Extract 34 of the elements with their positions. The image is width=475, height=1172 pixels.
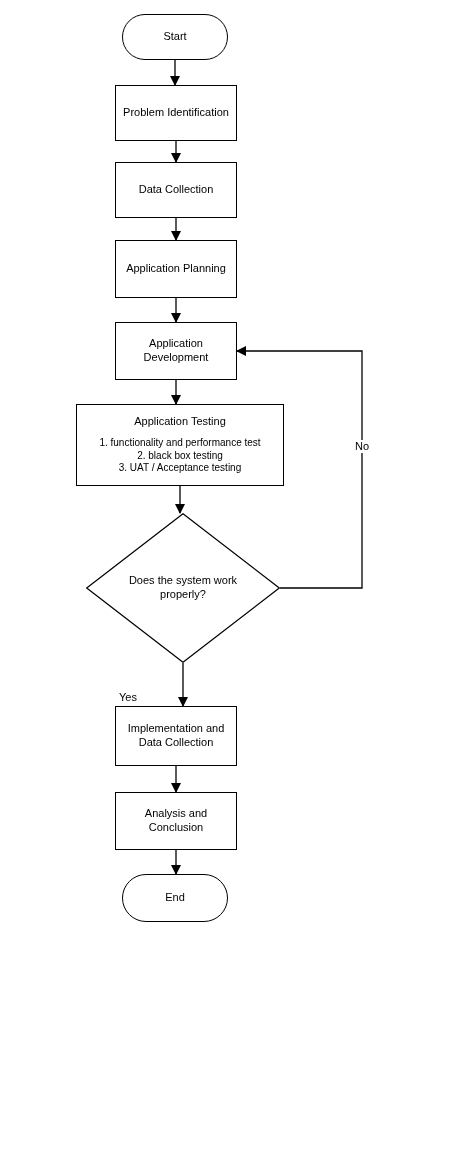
arrow bbox=[178, 662, 188, 707]
list-item: 3. UAT / Acceptance testing bbox=[118, 462, 242, 475]
node-label: Start bbox=[163, 30, 187, 44]
process-box bbox=[115, 792, 237, 850]
arrow bbox=[171, 849, 181, 875]
node-label: Application Development bbox=[142, 337, 210, 365]
process-box bbox=[76, 404, 284, 486]
list-item: 1. functionality and performance test bbox=[99, 437, 261, 450]
terminal-shape bbox=[122, 874, 228, 922]
node-label: Application Testing bbox=[134, 415, 226, 430]
arrow bbox=[171, 765, 181, 793]
node-label: Does the system work properly? bbox=[128, 574, 238, 602]
arrow bbox=[171, 217, 181, 241]
decision-diamond bbox=[86, 513, 280, 663]
arrow bbox=[175, 485, 185, 514]
node-label: Analysis and Conclusion bbox=[143, 807, 209, 835]
arrow bbox=[171, 379, 181, 405]
node-label: Data Collection bbox=[138, 183, 214, 197]
arrow bbox=[171, 140, 181, 163]
node-label: Implementation and Data Collection bbox=[126, 722, 226, 750]
arrow bbox=[170, 59, 180, 86]
list-item: 2. black box testing bbox=[137, 449, 223, 463]
process-box bbox=[115, 706, 237, 766]
process-box bbox=[115, 240, 237, 298]
process-box bbox=[115, 85, 237, 141]
arrow bbox=[236, 346, 363, 589]
arrow bbox=[171, 297, 181, 323]
node-label: Problem Identification bbox=[123, 106, 229, 120]
node-label: End bbox=[165, 891, 185, 905]
node-label: Application Planning bbox=[126, 262, 226, 276]
terminal-shape bbox=[122, 14, 228, 60]
process-box bbox=[115, 322, 237, 380]
edge-label: No bbox=[353, 439, 372, 454]
process-box bbox=[115, 162, 237, 218]
